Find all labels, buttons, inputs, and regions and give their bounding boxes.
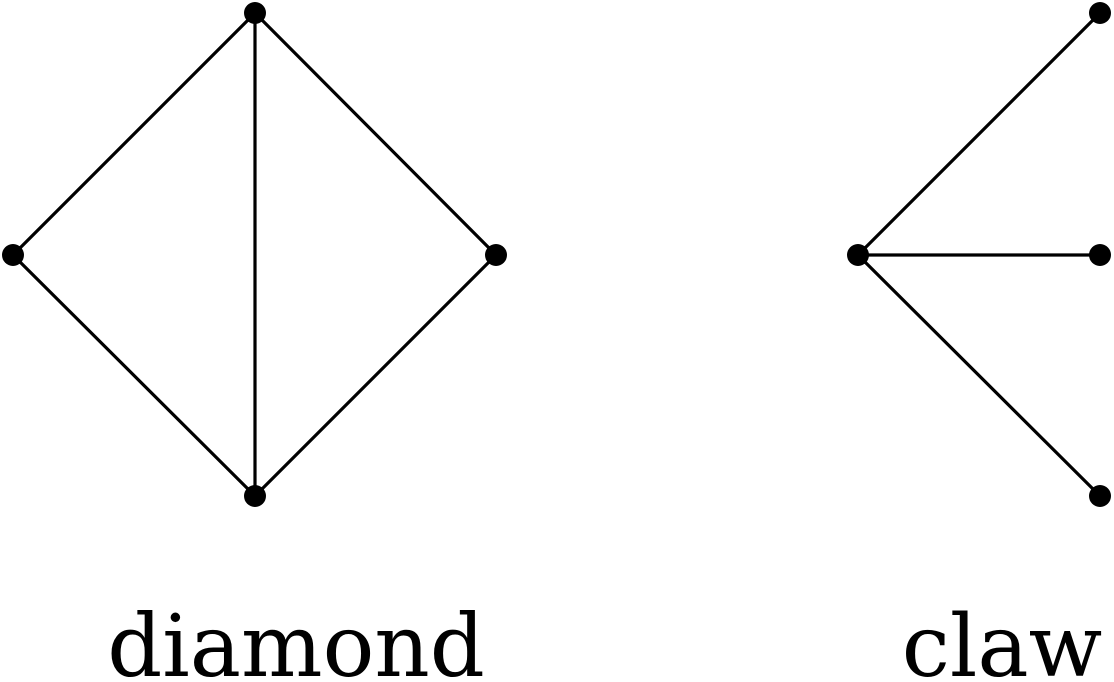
edge-top-left bbox=[11, 11, 257, 257]
vertex-left bbox=[2, 244, 24, 266]
vertex-top bbox=[244, 2, 266, 24]
diamond-graph bbox=[2, 2, 507, 507]
claw-graph bbox=[847, 2, 1111, 507]
edge-left-bottom bbox=[11, 253, 257, 498]
edge-center-leaf-bottom bbox=[856, 253, 1102, 498]
vertex-center bbox=[847, 244, 869, 266]
vertex-right bbox=[485, 244, 507, 266]
vertex-leaf-middle bbox=[1089, 244, 1111, 266]
diamond-label: diamond bbox=[107, 597, 485, 682]
vertex-leaf-bottom bbox=[1089, 485, 1111, 507]
vertex-leaf-top bbox=[1089, 2, 1111, 24]
edge-top-right bbox=[253, 11, 498, 257]
edge-center-leaf-top bbox=[856, 11, 1102, 257]
claw-label: claw bbox=[902, 597, 1103, 682]
vertex-bottom bbox=[244, 485, 266, 507]
edge-right-bottom bbox=[253, 253, 498, 498]
